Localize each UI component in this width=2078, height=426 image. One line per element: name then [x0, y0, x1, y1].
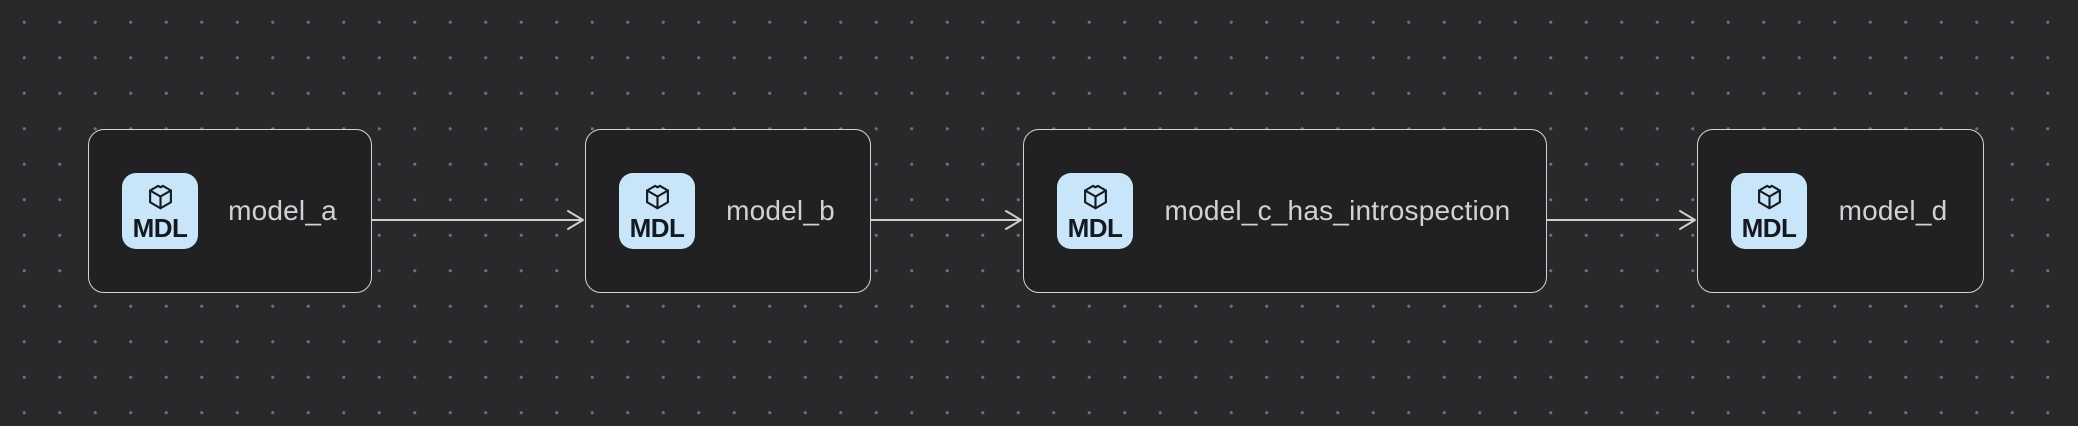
model-type-badge: MDL — [619, 173, 695, 249]
node-label: model_b — [726, 195, 835, 226]
badge-label: MDL — [629, 212, 685, 243]
badge-label: MDL — [1067, 212, 1123, 243]
edge-model_b-to-model_c_has_introspection — [870, 210, 1022, 230]
node-label: model_a — [228, 195, 337, 226]
node-model_a[interactable]: MDL model_a — [88, 129, 372, 293]
model-type-badge: MDL — [1057, 173, 1133, 249]
badge-label: MDL — [132, 212, 188, 243]
edge-model_a-to-model_b — [371, 210, 584, 230]
node-model_d[interactable]: MDL model_d — [1697, 129, 1984, 293]
node-model_b[interactable]: MDL model_b — [585, 129, 871, 293]
node-model_c_has_introspection[interactable]: MDL model_c_has_introspection — [1023, 129, 1547, 293]
model-type-badge: MDL — [122, 173, 198, 249]
arrowhead-icon — [1005, 210, 1022, 230]
cube-icon — [1757, 184, 1781, 209]
cube-icon — [1083, 184, 1107, 209]
node-label: model_c_has_introspection — [1164, 195, 1511, 226]
edge-model_c_has_introspection-to-model_d — [1546, 210, 1696, 230]
cube-icon — [645, 184, 669, 209]
arrowhead-icon — [567, 210, 584, 230]
model-type-badge: MDL — [1731, 173, 1807, 249]
badge-label: MDL — [1741, 212, 1797, 243]
node-label: model_d — [1838, 195, 1948, 226]
cube-icon — [148, 184, 172, 209]
arrowhead-icon — [1679, 210, 1696, 230]
